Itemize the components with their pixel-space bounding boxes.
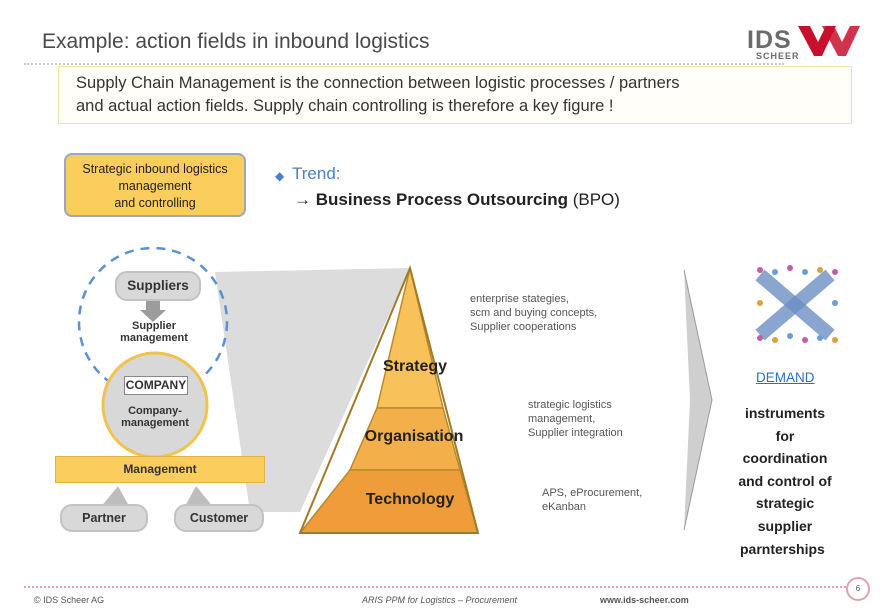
logo-subtext: SCHEER [756, 51, 800, 61]
chevron-right-icon [684, 270, 712, 530]
bpo-arrow: → [294, 190, 311, 209]
logo-wordmark: IDS [747, 26, 792, 54]
title-divider [24, 63, 784, 65]
pyramid-organisation-label: Organisation [364, 428, 464, 445]
supplier-mgmt-line-2: management [120, 332, 188, 344]
annotation-line: Supplier integration [528, 427, 623, 439]
trend-bullet-icon: ◆ [275, 169, 285, 183]
annotation-line: eKanban [542, 501, 587, 513]
instruments-line: supplier [757, 517, 813, 534]
footer-website[interactable]: www.ids-scheer.com [600, 595, 689, 605]
pyramid-technology-label: Technology [365, 491, 455, 508]
instruments-line: for [775, 427, 795, 444]
instruments-text: instruments for coordination and control… [728, 402, 842, 537]
supplier-mgmt-line-1: Supplier [131, 320, 176, 332]
instruments-line: strategic [755, 495, 815, 511]
supplier-management-label: Supplier management [115, 320, 193, 344]
bpo-line: → Business Process Outsourcing (BPO) [294, 190, 620, 210]
customer-pill: Customer [174, 504, 264, 532]
strategic-logistics-box: Strategic inbound logistics management a… [64, 153, 246, 217]
intro-text: Supply Chain Management is the connectio… [76, 72, 836, 118]
slide-title: Example: action fields in inbound logist… [42, 30, 430, 53]
bpo-abbr: (BPO) [572, 190, 620, 209]
pyramid-outline [298, 264, 480, 534]
annotation-line: Supplier cooperations [470, 321, 577, 333]
intro-box [58, 66, 852, 124]
partnerships-text: parnterships [740, 541, 825, 557]
instruments-line: instruments [744, 405, 826, 421]
trend-label: Trend: [292, 164, 341, 183]
annotation-line: scm and buying concepts, [470, 307, 598, 319]
instruments-line: coordination [742, 450, 828, 466]
annotation-line: APS, eProcurement, [542, 487, 643, 499]
footer-divider [24, 586, 854, 588]
strategic-box-line-3: and controlling [114, 196, 196, 210]
demand-link[interactable]: DEMAND [756, 370, 815, 385]
ids-scheer-logo-icon [798, 26, 860, 56]
suppliers-pill: Suppliers [115, 271, 201, 301]
strategic-box-line-2: management [118, 179, 192, 193]
connector-wedge [215, 268, 410, 512]
supplier-network-icon [752, 262, 842, 345]
pyramid-strategy-label: Strategy [382, 358, 448, 375]
arrow-down-icon [140, 300, 166, 322]
company-management-label: Company- management [116, 405, 194, 429]
strategic-box-line-1: Strategic inbound logistics [82, 162, 228, 176]
footer-copyright: © IDS Scheer AG [34, 595, 105, 605]
annotation-strategy: enterprise stategies, scm and buying con… [470, 292, 597, 334]
partner-pill: Partner [60, 504, 148, 532]
intro-line-2: and actual action fields. Supply chain c… [76, 97, 614, 115]
intro-line-1: Supply Chain Management is the connectio… [76, 74, 680, 92]
bpo-bold-text: Business Process Outsourcing [315, 190, 568, 209]
management-bar: Management [55, 456, 265, 483]
page-number: 6 [846, 577, 870, 601]
company-label: COMPANY [124, 376, 188, 395]
annotation-organisation: strategic logistics management, Supplier… [528, 398, 623, 440]
annotation-line: management, [528, 413, 596, 425]
annotation-line: strategic logistics [528, 399, 612, 411]
company-mgmt-line-2: management [121, 417, 189, 429]
footer-product: ARIS PPM for Logistics – Procurement [362, 595, 518, 605]
chevron-outline [683, 269, 713, 531]
instruments-line: and control of [738, 472, 832, 489]
annotation-technology: APS, eProcurement, eKanban [542, 486, 642, 514]
annotation-line: enterprise stategies, [470, 293, 570, 305]
company-mgmt-line-1: Company- [128, 405, 182, 417]
